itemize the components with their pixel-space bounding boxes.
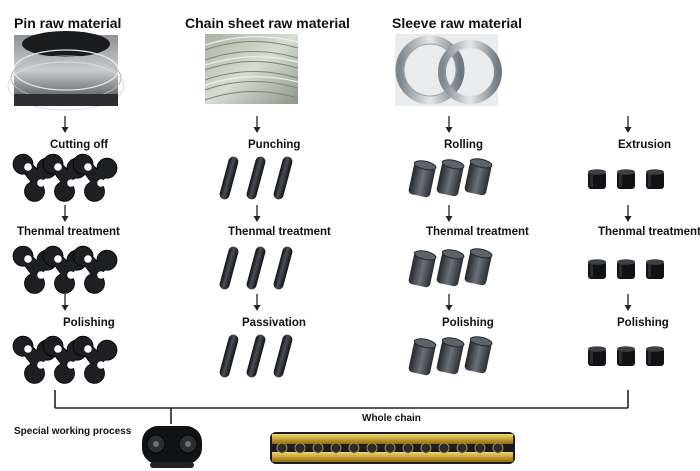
step-label-thermal-sleeve: Thenmal treatment: [426, 226, 529, 238]
step-label-cutting-off: Cutting off: [50, 139, 108, 151]
link-plate-row-1: [12, 153, 118, 202]
sleeve-row-2: [407, 246, 494, 289]
sleeve-row-3: [407, 334, 494, 377]
pin-rod-row-3: [218, 333, 294, 379]
roller-row-3: [588, 346, 664, 366]
step-label-thermal-roller: Thenmal treatment: [598, 226, 700, 238]
step-label-rolling: Rolling: [444, 139, 483, 151]
step-label-passivation: Passivation: [242, 317, 306, 329]
step-label-polishing-pin: Polishing: [63, 317, 115, 329]
column-title-sleeve: Sleeve raw material: [392, 15, 522, 31]
step-label-polishing-sleeve: Polishing: [442, 317, 494, 329]
pin-rod-row-1: [218, 155, 294, 201]
gold-chain-strip: [270, 432, 515, 464]
wire-bundle-image: [204, 34, 299, 104]
roller-row-1: [588, 169, 664, 189]
step-label-thermal-chain-sheet: Thenmal treatment: [228, 226, 331, 238]
step-label-extrusion: Extrusion: [618, 139, 671, 151]
step-label-thermal-pin: Thenmal treatment: [17, 226, 120, 238]
pin-rod-row-2: [218, 245, 294, 291]
chain-link-icon: [142, 426, 202, 468]
roller-row-2: [588, 259, 664, 279]
whole-chain-label: Whole chain: [362, 413, 421, 424]
column-title-pin: Pin raw material: [14, 15, 121, 31]
flow-arrows: [60, 115, 633, 312]
link-plate-row-3: [12, 335, 118, 384]
step-label-punching: Punching: [248, 139, 300, 151]
assembly-connector: [54, 390, 629, 424]
special-working-process-label: Special working process: [14, 426, 132, 437]
steel-wire-coil-image: [7, 31, 125, 111]
link-plate-row-2: [12, 245, 118, 294]
column-title-chain-sheet: Chain sheet raw material: [185, 15, 350, 31]
sleeve-row-1: [407, 156, 494, 199]
steel-strip-coil-image: [395, 34, 502, 106]
step-label-polishing-roller: Polishing: [617, 317, 669, 329]
